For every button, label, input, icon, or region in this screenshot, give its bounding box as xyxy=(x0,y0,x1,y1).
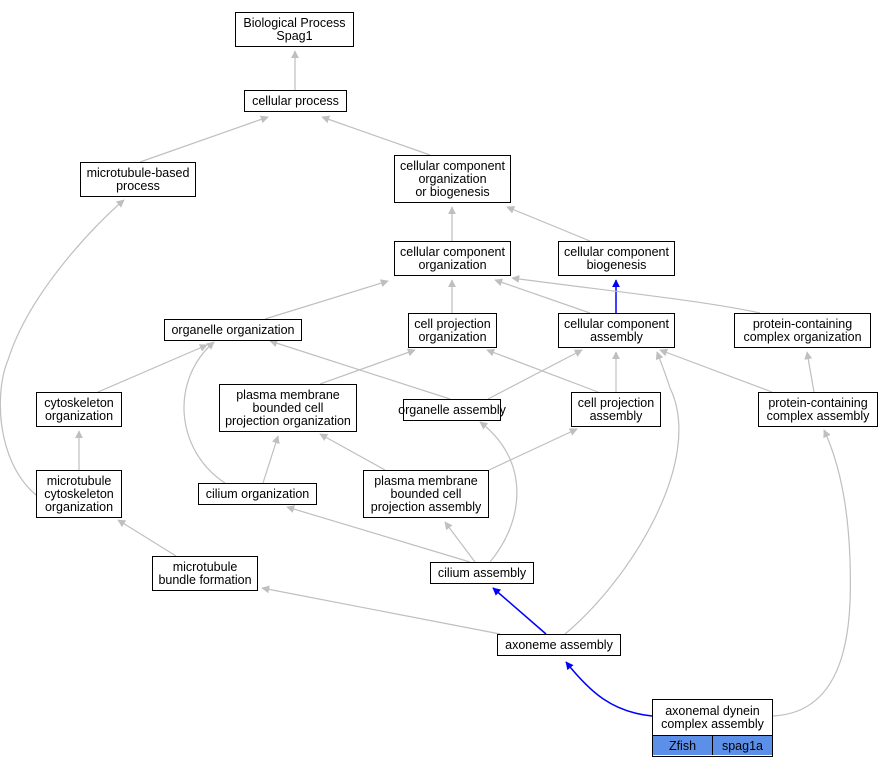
edge-ccob-cp xyxy=(321,115,431,156)
node-label-line: or biogenesis xyxy=(415,184,490,199)
edge-mbf-mco xyxy=(117,519,177,557)
node-label-line: process xyxy=(116,178,160,193)
leaf-annotation-row: Zfish spag1a xyxy=(653,736,772,755)
node-label-line: projection assembly xyxy=(370,499,482,514)
node-label-line: axoneme assembly xyxy=(505,637,613,652)
node-label-line: microtubule xyxy=(46,473,112,488)
node-label-line: cytoskeleton xyxy=(44,486,114,501)
edge-pmbcpa-pmbcpo xyxy=(319,433,386,471)
edge-mbp-cp xyxy=(139,115,269,163)
node-label-line: protein-containing xyxy=(768,395,868,410)
node-label-line: organization xyxy=(418,171,487,186)
node-label-line: assembly xyxy=(589,408,643,423)
node-label-line: microtubule-based xyxy=(86,165,190,180)
node-label-line: organization xyxy=(44,499,114,514)
node-label-line: cellular component xyxy=(564,316,669,331)
node-label-line: axonemal dynein xyxy=(665,703,760,718)
node-label-line: protein-containing xyxy=(752,316,853,331)
edge-pca-pco xyxy=(804,351,815,393)
gene-cell[interactable]: spag1a xyxy=(712,736,772,755)
edge-cia-oa xyxy=(479,421,518,563)
node-label-line: complex assembly xyxy=(661,716,764,731)
node-label-line: cytoskeleton xyxy=(44,395,114,410)
edge-axa-cia xyxy=(492,587,547,635)
node-label-line: cellular component xyxy=(564,244,669,259)
edge-pmbcpo-cpo xyxy=(319,348,416,385)
node-label-line: cilium assembly xyxy=(437,565,527,580)
edge-ccb-ccob xyxy=(506,206,591,242)
node-label-line: organelle organization xyxy=(171,322,295,337)
node-label-line: organization xyxy=(418,257,487,272)
edge-cia-pmbcpa xyxy=(444,521,476,563)
edge-oo-cco xyxy=(264,279,389,320)
edge-cca-cco xyxy=(494,278,591,314)
node-label-line: biogenesis xyxy=(586,257,647,272)
node-label-line: complex organization xyxy=(743,329,862,344)
node-label-line: cell projection xyxy=(577,395,655,410)
node-label-line: plasma membrane xyxy=(374,473,478,488)
node-label-line: cell projection xyxy=(414,316,491,331)
node-label-line: bounded cell xyxy=(390,486,462,501)
species-cell[interactable]: Zfish xyxy=(653,736,712,755)
edge-axa-mbf xyxy=(261,585,501,635)
edge-cia-cio xyxy=(286,505,471,563)
node-label-line: Spag1 xyxy=(276,28,313,43)
node-cilium-organization[interactable]: cilium organization xyxy=(198,483,317,505)
edge-cio-oo xyxy=(183,341,226,484)
edge-oa-cca xyxy=(487,349,583,400)
node-organelle-assembly[interactable]: organelle assembly xyxy=(398,399,506,421)
node-label-line: organization xyxy=(44,408,114,423)
node-organelle-organization[interactable]: organelle organization xyxy=(164,319,302,341)
node-label-line: complex assembly xyxy=(766,408,870,423)
edge-oa-oo xyxy=(269,339,451,400)
node-label-line: Biological Process xyxy=(243,15,346,30)
node-label-line: organization xyxy=(418,329,487,344)
edge-adca-pca xyxy=(772,429,852,717)
node-label-line: projection organization xyxy=(225,413,351,428)
node-label-line: cellular component xyxy=(400,244,505,259)
node-cilium-assembly[interactable]: cilium assembly xyxy=(430,562,534,584)
node-label-line: bundle formation xyxy=(158,572,252,587)
edge-axa-cca xyxy=(564,351,680,635)
node-cellular-process[interactable]: cellular process xyxy=(244,90,347,112)
edge-pca-cca xyxy=(659,348,773,393)
node-axoneme-assembly[interactable]: axoneme assembly xyxy=(497,634,621,656)
edge-cio-pmbcpo xyxy=(262,435,280,484)
node-label-line: assembly xyxy=(590,329,643,344)
edge-pmbcpa-cpa xyxy=(488,428,578,471)
node-label-line: cellular component xyxy=(400,158,505,173)
node-label-line: cellular process xyxy=(252,93,339,108)
edge-adca-axa xyxy=(565,661,653,717)
node-label-line: organelle assembly xyxy=(398,402,506,417)
edge-pco-cco xyxy=(511,275,761,314)
node-label-line: microtubule xyxy=(172,559,238,574)
edge-mco-mbp xyxy=(0,199,125,496)
edge-co-oo xyxy=(97,344,208,393)
node-label-line: cilium organization xyxy=(205,486,310,501)
edge-cpa-cpo xyxy=(486,348,599,393)
node-label-line: plasma membrane xyxy=(236,387,340,402)
node-label-line: bounded cell xyxy=(252,400,324,415)
